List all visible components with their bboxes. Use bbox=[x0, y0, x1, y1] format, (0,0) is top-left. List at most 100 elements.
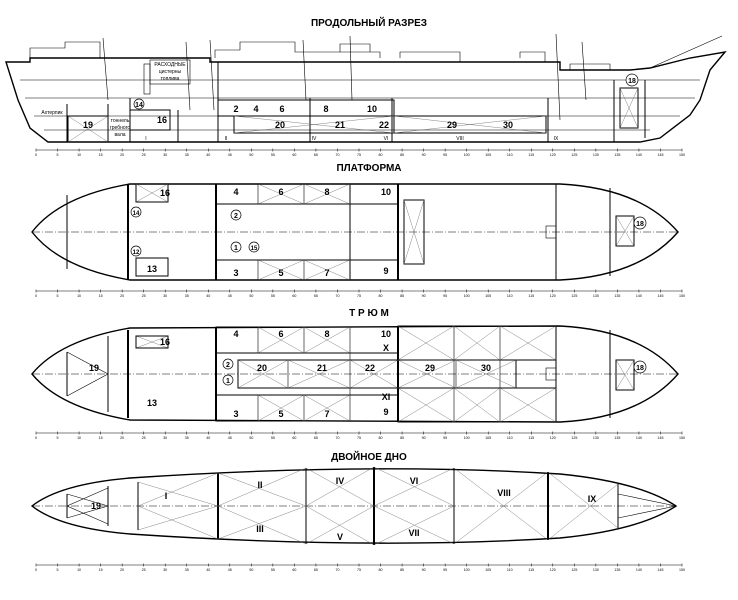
scale-tick-label: 50 bbox=[249, 436, 253, 440]
svg-text:6: 6 bbox=[279, 104, 284, 114]
scale-tick-label: 125 bbox=[571, 153, 577, 157]
svg-text:12: 12 bbox=[133, 250, 140, 256]
svg-text:2: 2 bbox=[234, 213, 238, 220]
svg-text:VI: VI bbox=[384, 136, 389, 142]
scale-tick-label: 110 bbox=[507, 436, 513, 440]
scale-tick-label: 145 bbox=[657, 436, 663, 440]
svg-text:30: 30 bbox=[481, 363, 491, 373]
mast-4 bbox=[302, 39, 307, 101]
scale-tick-label: 10 bbox=[77, 294, 81, 298]
scale-tick-label: 20 bbox=[120, 153, 124, 157]
scale-tick-label: 125 bbox=[571, 568, 577, 572]
scale-tick-label: 0 bbox=[35, 153, 37, 157]
svg-text:9: 9 bbox=[383, 407, 388, 417]
scale-tick-label: 75 bbox=[357, 436, 361, 440]
title-platform: ПЛАТФОРМА bbox=[336, 163, 401, 174]
scale-tick-label: 140 bbox=[636, 436, 642, 440]
svg-text:III: III bbox=[256, 524, 264, 534]
svg-text:8: 8 bbox=[324, 329, 329, 339]
scale-tick-label: 75 bbox=[357, 568, 361, 572]
mast-6 bbox=[555, 33, 561, 121]
hold-plan: 4 6 8 10 X 3 5 7 XI 9 20 21 22 29 30 16 … bbox=[31, 325, 679, 423]
scale-tick-label: 15 bbox=[99, 436, 103, 440]
svg-text:4: 4 bbox=[253, 104, 258, 114]
scale-tick-label: 20 bbox=[120, 568, 124, 572]
scale-tick-label: 35 bbox=[185, 294, 189, 298]
scale-tick-label: 120 bbox=[550, 294, 556, 298]
scale-tick-label: 105 bbox=[485, 153, 491, 157]
scale-tick-label: 125 bbox=[571, 294, 577, 298]
scale-tick-label: 115 bbox=[528, 153, 534, 157]
svg-text:10: 10 bbox=[381, 187, 391, 197]
svg-text:16: 16 bbox=[160, 188, 170, 198]
title-hold: Т Р Ю М bbox=[349, 308, 389, 319]
svg-text:20: 20 bbox=[275, 120, 285, 130]
svg-text:1: 1 bbox=[226, 378, 230, 385]
svg-text:2: 2 bbox=[233, 104, 238, 114]
scale-tick-label: 5 bbox=[57, 436, 59, 440]
scale-tick-label: 85 bbox=[400, 153, 404, 157]
scale-tick-label: 0 bbox=[35, 436, 37, 440]
scale-tick-label: 95 bbox=[443, 153, 447, 157]
mast-2 bbox=[185, 41, 191, 111]
bowsprit bbox=[649, 35, 723, 69]
scale-tick-label: 0 bbox=[35, 568, 37, 572]
svg-text:16: 16 bbox=[157, 115, 167, 125]
mast-5 bbox=[349, 35, 353, 101]
scale-tick-label: 10 bbox=[77, 568, 81, 572]
scale-tick-label: 140 bbox=[636, 568, 642, 572]
scale-tick-label: 140 bbox=[636, 294, 642, 298]
svg-text:VI: VI bbox=[410, 476, 419, 486]
svg-text:18: 18 bbox=[628, 78, 636, 85]
scale-tick-label: 75 bbox=[357, 294, 361, 298]
mast-3 bbox=[209, 39, 215, 111]
scale-tick-label: 70 bbox=[335, 436, 339, 440]
svg-text:II: II bbox=[257, 480, 262, 490]
scale-tick-label: 105 bbox=[485, 568, 491, 572]
longitudinal-section: РАСХОДНЫЕ цистерны топлива тоннель гребн… bbox=[5, 33, 727, 143]
svg-text:2: 2 bbox=[226, 362, 230, 369]
svg-text:4: 4 bbox=[233, 187, 238, 197]
scale-tick-label: 120 bbox=[550, 436, 556, 440]
scale-tick-label: 85 bbox=[400, 568, 404, 572]
svg-text:22: 22 bbox=[365, 363, 375, 373]
scale-tick-label: 70 bbox=[335, 568, 339, 572]
scale-tick-label: 100 bbox=[464, 294, 470, 298]
svg-text:13: 13 bbox=[147, 264, 157, 274]
scale-tick-label: 105 bbox=[485, 436, 491, 440]
scale-tick-label: 115 bbox=[528, 294, 534, 298]
scale-tick-label: 115 bbox=[528, 436, 534, 440]
scale-tick-label: 135 bbox=[614, 568, 620, 572]
scale-tick-label: 0 bbox=[35, 294, 37, 298]
svg-text:10: 10 bbox=[381, 329, 391, 339]
svg-text:IV: IV bbox=[336, 476, 345, 486]
svg-text:вала: вала bbox=[114, 132, 125, 138]
scale-tick-label: 40 bbox=[206, 436, 210, 440]
scale-tick-label: 45 bbox=[228, 153, 232, 157]
scale-tick-label: 145 bbox=[657, 294, 663, 298]
svg-text:6: 6 bbox=[278, 187, 283, 197]
svg-text:30: 30 bbox=[503, 120, 513, 130]
scale-tick-label: 40 bbox=[206, 568, 210, 572]
svg-text:4: 4 bbox=[233, 329, 238, 339]
scale-tick-label: 40 bbox=[206, 294, 210, 298]
scale-tick-label: 30 bbox=[163, 436, 167, 440]
scale-tick-label: 135 bbox=[614, 153, 620, 157]
svg-text:10: 10 bbox=[367, 104, 377, 114]
svg-text:19: 19 bbox=[91, 501, 101, 511]
scale-tick-label: 30 bbox=[163, 568, 167, 572]
scale-tick-label: 15 bbox=[99, 153, 103, 157]
scale-tick-label: 120 bbox=[550, 153, 556, 157]
svg-text:18: 18 bbox=[636, 221, 644, 228]
svg-text:II: II bbox=[225, 136, 228, 142]
svg-text:1: 1 bbox=[234, 245, 238, 252]
scale-tick-label: 20 bbox=[120, 436, 124, 440]
scale-tick-label: 95 bbox=[443, 436, 447, 440]
scale-tick-label: 135 bbox=[614, 294, 620, 298]
scale-tick-label: 130 bbox=[593, 568, 599, 572]
svg-text:XI: XI bbox=[382, 392, 391, 402]
svg-text:29: 29 bbox=[425, 363, 435, 373]
